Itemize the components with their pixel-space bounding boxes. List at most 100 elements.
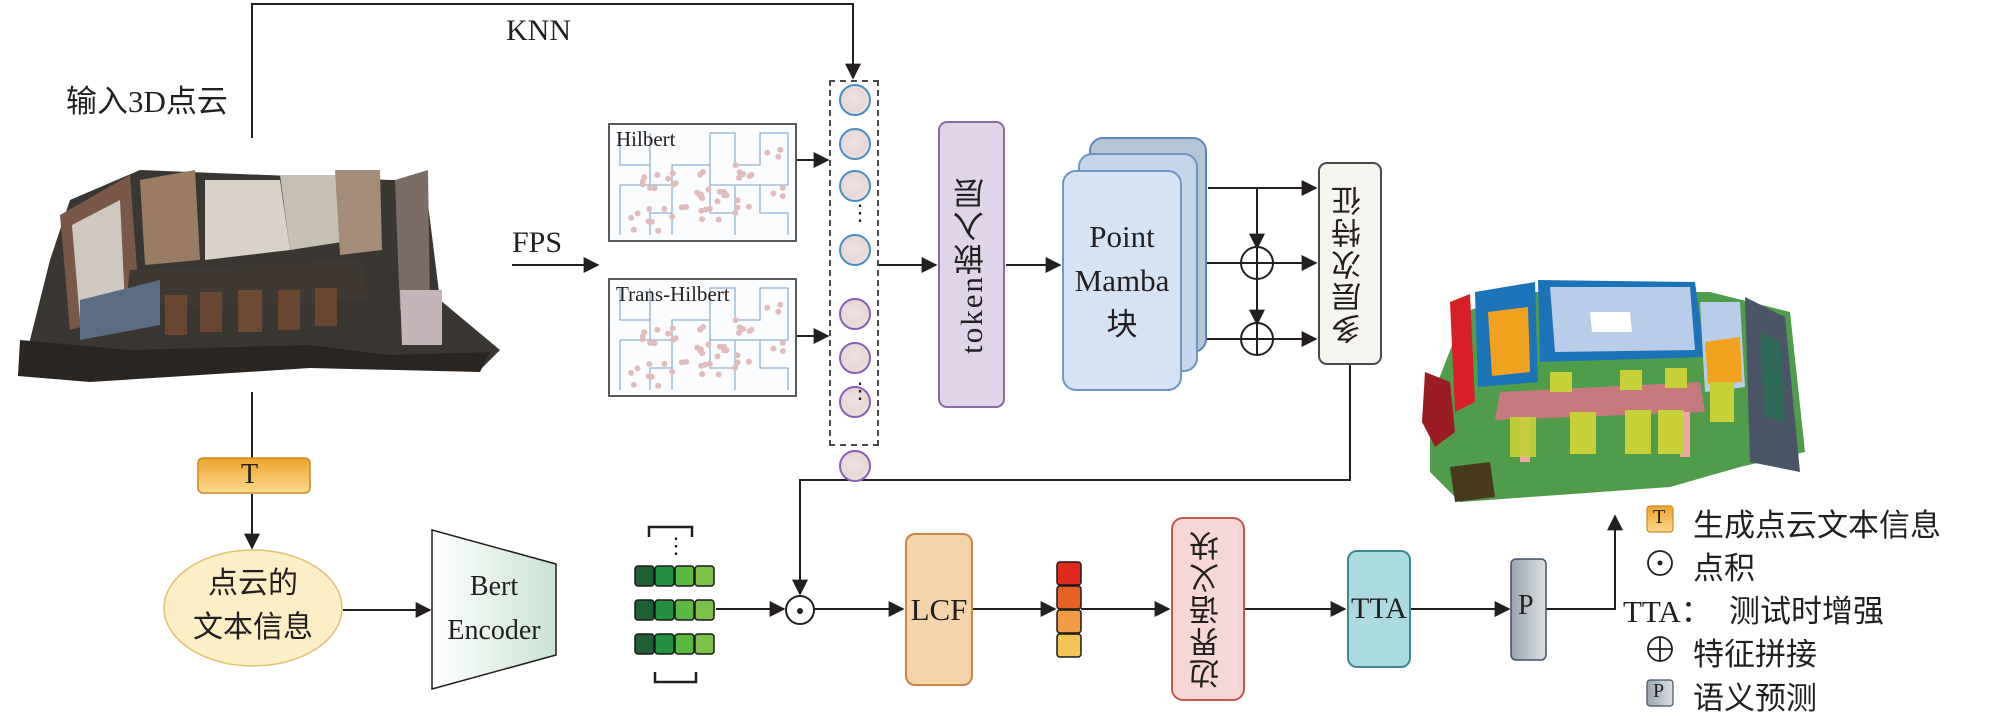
sample-point	[678, 359, 685, 366]
legend-dot-product-icon	[1647, 550, 1673, 576]
legend-t-icon	[1646, 505, 1674, 533]
sample-point	[732, 364, 739, 371]
legend-p-symbol: P	[1653, 680, 1665, 702]
sample-point	[732, 209, 739, 216]
embedding-cell	[674, 565, 695, 587]
sample-point	[732, 317, 739, 324]
sample-point	[779, 184, 786, 191]
sample-point	[641, 329, 648, 336]
sample-point	[655, 227, 662, 234]
trans-hilbert-patch-icon	[839, 298, 871, 330]
embedding-cell	[674, 633, 695, 655]
multi-level-features-block: 多层次特征	[1318, 162, 1382, 365]
sample-point	[634, 210, 641, 217]
sample-point	[745, 358, 752, 365]
sample-point	[634, 365, 641, 372]
sample-point	[665, 175, 672, 182]
embedding-cell	[694, 565, 715, 587]
sample-point	[764, 149, 771, 156]
legend-item-text-info: 生成点云文本信息	[1693, 508, 1941, 543]
trans-hilbert-patch-icon	[839, 342, 871, 374]
sample-point	[715, 216, 722, 223]
feature-bar-cell	[1056, 609, 1082, 634]
hilbert-patch-icon	[839, 234, 871, 266]
sample-point	[714, 198, 721, 205]
point-mamba-block: Point Mamba 块	[1062, 170, 1182, 391]
sample-point	[702, 361, 709, 368]
sample-point	[777, 146, 784, 153]
sample-point	[736, 329, 742, 336]
mamba-label-line3: 块	[1106, 306, 1138, 342]
matrix-bracket-top	[647, 525, 694, 537]
sample-point	[646, 206, 653, 212]
embedding-cell	[634, 599, 655, 621]
hilbert-patch-icon	[839, 170, 871, 202]
legend-t-symbol: T	[1653, 506, 1666, 528]
sample-point	[655, 382, 662, 389]
sample-point	[734, 197, 741, 204]
sample-point	[630, 381, 637, 388]
sample-point	[628, 369, 635, 376]
legend-item-dot-product: 点积	[1693, 551, 1755, 586]
sample-point	[705, 341, 712, 348]
sample-point	[647, 339, 653, 346]
sample-point	[705, 186, 712, 193]
input-point-cloud-label: 输入3D点云	[66, 84, 228, 119]
token-embedding-layer: token嵌入层	[938, 121, 1005, 408]
bert-label-line1: Bert	[469, 571, 519, 602]
sample-point	[683, 203, 690, 210]
sample-point	[646, 361, 653, 367]
sample-point	[678, 204, 685, 211]
sample-point	[732, 162, 739, 169]
multi-to-dot-connector	[792, 364, 1351, 596]
sample-point	[779, 339, 786, 346]
embedding-cell	[694, 599, 715, 621]
sample-point	[745, 203, 752, 210]
text-info-line2: 文本信息	[193, 611, 313, 644]
multi-level-features-label: 多层次特征	[1333, 183, 1366, 344]
sample-point	[706, 205, 713, 212]
hilbert-label: Hilbert	[616, 127, 676, 151]
legend-item-semantic-prediction: 语义预测	[1693, 681, 1817, 716]
sample-point	[665, 330, 672, 337]
sample-point	[628, 214, 635, 221]
mamba-label-line2: Mamba	[1074, 262, 1170, 298]
hilbert-curve-pattern	[619, 132, 789, 235]
sample-point	[779, 348, 786, 355]
blue-patch-ellipsis: ⋮	[849, 200, 871, 225]
p-box-shape	[1510, 558, 1547, 661]
bert-label-line2: Encoder	[447, 615, 541, 646]
sample-point	[661, 205, 668, 212]
hilbert-patch-icon	[839, 84, 871, 116]
sample-point	[734, 204, 741, 211]
sample-point	[648, 218, 655, 225]
sample-point	[683, 358, 690, 365]
sample-point	[661, 360, 668, 367]
sample-point	[775, 153, 782, 160]
dot-product-icon	[785, 595, 815, 625]
sample-point	[651, 340, 658, 347]
sample-point	[770, 190, 777, 197]
sample-point	[699, 350, 706, 357]
embedding-cell	[654, 633, 675, 655]
sample-point	[699, 371, 706, 378]
feature-vector-bar	[1056, 561, 1082, 658]
sample-point	[746, 328, 753, 334]
legend-concat-icon	[1647, 636, 1673, 662]
t-box-label: T	[241, 459, 259, 490]
knn-connector	[251, 3, 861, 138]
t-box-shape	[197, 457, 311, 494]
sample-point	[777, 301, 784, 308]
feature-bar-cell	[1056, 585, 1082, 610]
sample-point	[706, 360, 713, 367]
input-point-cloud-image	[10, 140, 505, 385]
sample-point	[740, 171, 747, 177]
predict-label: P	[1518, 590, 1534, 621]
embedding-cell	[634, 565, 655, 587]
sample-point	[669, 325, 676, 332]
sample-point	[736, 174, 742, 181]
token-embedding-label: token嵌入层	[954, 175, 989, 354]
feature-bar-cell	[1056, 561, 1082, 586]
boundary-semantic-block: 边界语义块	[1171, 517, 1245, 701]
text-info-label: 点云的 文本信息	[165, 562, 341, 650]
